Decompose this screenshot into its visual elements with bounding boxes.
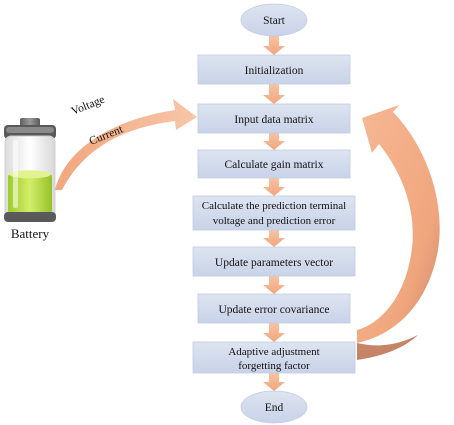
step-input-data-matrix: Input data matrix [197, 103, 351, 134]
flow-arrow-5 [263, 230, 285, 247]
battery-label: Battery [11, 226, 50, 241]
end-node: End [240, 390, 308, 424]
step-calculate-prediction: Calculate the prediction terminal voltag… [192, 195, 356, 231]
step-label-line1: Calculate the prediction terminal [202, 200, 346, 212]
step-label: Update parameters vector [215, 257, 333, 269]
step-initialization: Initialization [197, 54, 351, 85]
flow-arrow-4 [263, 178, 285, 196]
step-label-line2: forgetting factor [238, 360, 310, 372]
step-adaptive-adjustment: Adaptive adjustment forgetting factor [192, 341, 356, 374]
step-calculate-gain-matrix: Calculate gain matrix [197, 149, 351, 179]
current-label: Current [88, 123, 126, 148]
step-update-parameters-vector: Update parameters vector [192, 246, 356, 277]
battery-input-arrow [55, 99, 197, 190]
step-label: Calculate gain matrix [225, 159, 324, 171]
end-label: End [265, 402, 284, 414]
flow-arrow-3 [263, 133, 285, 150]
flow-arrow-7 [263, 323, 285, 342]
battery-charge-surface [9, 170, 51, 179]
voltage-label: Voltage [70, 94, 107, 118]
flow-arrow-6 [263, 276, 285, 294]
battery-charge-level [8, 173, 52, 214]
step-label: Initialization [245, 65, 304, 77]
flow-arrow-2 [263, 84, 285, 104]
step-label-line1: Adaptive adjustment [228, 346, 319, 358]
step-label: Input data matrix [234, 114, 313, 126]
start-node: Start [240, 3, 308, 37]
flow-arrows [263, 36, 285, 391]
battery-icon [4, 118, 56, 222]
step-update-error-covariance: Update error covariance [197, 293, 351, 324]
start-label: Start [263, 15, 286, 27]
flow-arrow-1 [263, 36, 285, 55]
feedback-arrow [357, 105, 440, 360]
step-label: Update error covariance [218, 304, 329, 316]
step-label-line2: voltage and prediction error [213, 215, 336, 227]
flow-arrow-8 [263, 373, 285, 391]
